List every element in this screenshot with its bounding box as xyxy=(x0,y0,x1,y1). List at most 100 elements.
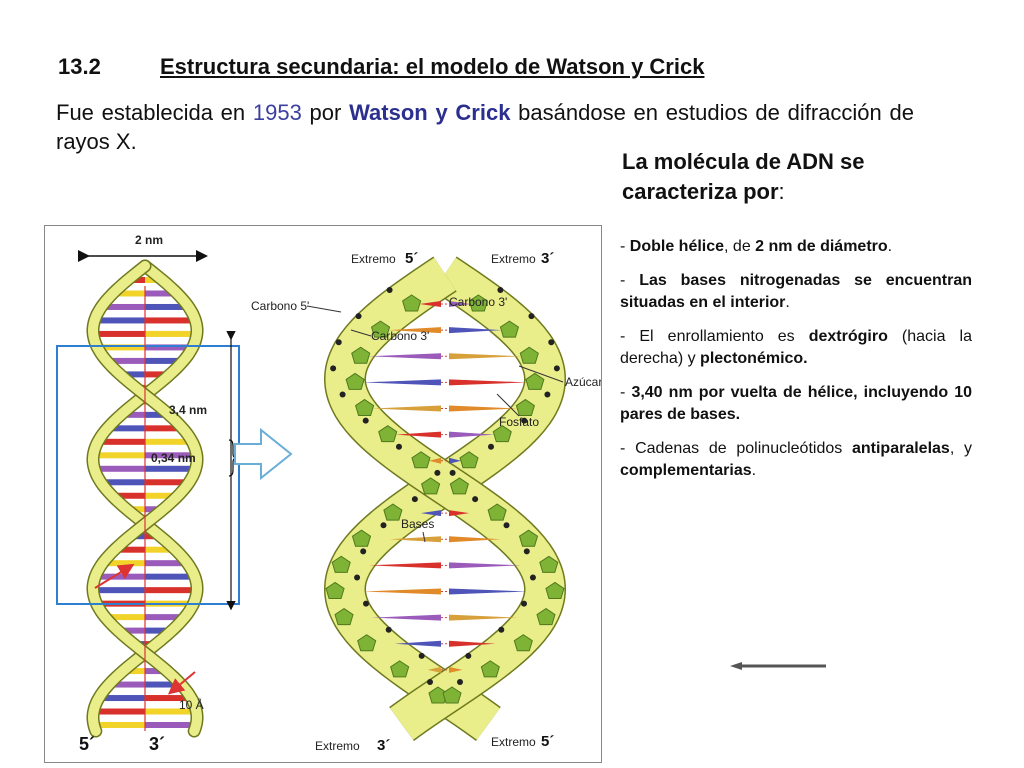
base xyxy=(394,640,441,647)
pitch-label: 3,4 nm xyxy=(169,403,207,417)
sugar xyxy=(390,660,410,678)
properties-list: - Doble hélice, de 2 nm de diámetro. - L… xyxy=(620,236,972,494)
sugar xyxy=(355,398,375,417)
sugar xyxy=(536,607,556,626)
base-half xyxy=(93,452,145,459)
base xyxy=(449,353,522,360)
rise-label: 0,34 nm xyxy=(151,451,196,465)
sugar xyxy=(334,607,354,626)
base-half xyxy=(145,681,182,688)
base-half xyxy=(93,587,145,594)
sugar xyxy=(370,320,391,338)
base-half xyxy=(145,357,184,364)
extremo-label: Extremo xyxy=(491,735,536,749)
azucar-label: Azúcar xyxy=(565,375,601,389)
base-half xyxy=(145,371,171,378)
phosphate xyxy=(395,443,402,450)
carbono5-pointer xyxy=(306,305,342,313)
extremo-label: Extremo xyxy=(351,252,396,266)
base-half xyxy=(145,546,176,553)
base xyxy=(449,405,518,412)
phosphate xyxy=(529,574,536,581)
phosphate xyxy=(386,287,393,293)
left-helix-strands xyxy=(86,259,204,738)
base xyxy=(427,666,441,673)
base xyxy=(369,562,441,569)
sugar xyxy=(442,686,462,704)
phosphate xyxy=(472,496,479,503)
sugar xyxy=(421,477,441,495)
property-item: - 3,40 nm por vuelta de hélice, incluyen… xyxy=(620,382,972,426)
turn-box xyxy=(56,345,240,605)
sugar xyxy=(378,425,398,443)
property-text: - xyxy=(620,272,640,289)
base-half xyxy=(145,330,197,337)
base-half xyxy=(145,560,188,567)
intro-paragraph: Fue establecida en 1953 por Watson y Cri… xyxy=(56,98,914,156)
base xyxy=(372,405,441,412)
base-half xyxy=(145,425,183,432)
base-half xyxy=(145,479,190,486)
base xyxy=(449,562,521,569)
sugar xyxy=(492,425,512,443)
property-bold: Doble hélice xyxy=(629,238,725,255)
sugar xyxy=(499,320,520,338)
property-bold: 2 nm de diámetro xyxy=(755,238,888,255)
base-half xyxy=(101,303,145,310)
property-bold: 3,40 nm por vuelta de hélice, incluyendo… xyxy=(620,384,973,423)
sugar xyxy=(449,477,469,495)
base xyxy=(449,301,471,307)
base xyxy=(389,536,441,543)
sugar xyxy=(480,660,500,678)
property-item: - El enrollamiento es dextrógiro (hacia … xyxy=(620,326,972,370)
phosphate xyxy=(385,626,392,633)
properties-title-colon: : xyxy=(778,179,785,204)
phosphate xyxy=(427,679,434,685)
base-half xyxy=(114,546,145,553)
azucar-pointer xyxy=(518,365,564,383)
phosphate xyxy=(548,339,555,346)
base xyxy=(419,301,441,307)
base-half xyxy=(106,357,145,364)
groove-arrow-up xyxy=(94,563,135,589)
sugar xyxy=(519,346,539,364)
property-text: . xyxy=(887,238,893,255)
left-end-label: 5´ xyxy=(79,734,95,754)
phosphate xyxy=(330,365,337,372)
base xyxy=(372,614,441,621)
properties-title-line2: caracteriza por xyxy=(622,179,779,204)
base-half xyxy=(145,465,196,472)
base-half xyxy=(145,438,193,445)
sugar xyxy=(351,346,371,364)
property-text: - El enrollamiento es xyxy=(620,328,809,345)
base-half xyxy=(93,708,145,715)
base xyxy=(363,379,441,386)
sugar xyxy=(518,529,539,547)
intro-text-1: Fue establecida en xyxy=(56,100,253,125)
property-text: - xyxy=(620,238,630,255)
base-half xyxy=(105,614,145,621)
base-half xyxy=(145,722,197,728)
bases-label: Bases xyxy=(401,517,434,531)
base xyxy=(449,327,502,334)
base xyxy=(363,588,441,595)
sugar xyxy=(525,372,545,390)
arrow-mark xyxy=(730,662,826,670)
base-half xyxy=(145,344,193,351)
detailed-helix xyxy=(323,256,567,741)
width-label: 2 nm xyxy=(135,233,163,247)
base-half xyxy=(108,681,145,688)
sugar xyxy=(459,451,479,469)
property-bold: antiparalelas xyxy=(851,440,950,457)
extremo-label: Extremo xyxy=(315,739,360,753)
extremo-label: Extremo xyxy=(491,252,536,266)
property-text: . xyxy=(751,462,757,479)
base-half xyxy=(94,317,145,324)
base xyxy=(449,614,518,621)
angstrom-label: 10 Å xyxy=(179,697,204,712)
base-half xyxy=(102,560,145,567)
bases-pointer xyxy=(422,531,426,543)
intro-text-3: basándose en estudios de difracción de r… xyxy=(56,100,914,154)
base-half xyxy=(93,722,145,728)
